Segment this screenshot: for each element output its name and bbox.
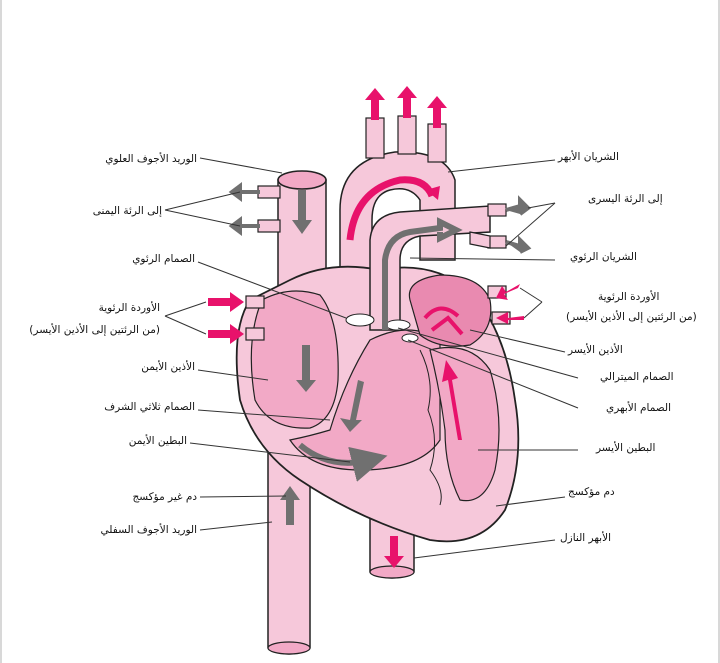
label-right-atrium: الأذين الأيمن bbox=[141, 360, 195, 373]
label-aortic-valve: الصمام الأبهري bbox=[606, 401, 671, 414]
leader-lines bbox=[164, 157, 579, 559]
label-to-right-lung: إلى الرئة اليمنى bbox=[93, 205, 162, 217]
label-pulmonary-veins-right: الأوردة الرئوية bbox=[99, 301, 160, 314]
label-pulmonary-veins-left-sub: (من الرئتين إلى الأذين الأيسر) bbox=[566, 310, 697, 323]
pulmonary-veins-right-stubs bbox=[245, 295, 265, 341]
label-left-atrium: الأذين الأيسر bbox=[567, 343, 623, 356]
label-superior-vena-cava: الوريد الأجوف العلوي bbox=[105, 152, 197, 165]
label-to-left-lung: إلى الرئة اليسرى bbox=[588, 193, 663, 205]
label-right-ventricle: البطين الأيمن bbox=[129, 434, 187, 447]
right-labels: الشريان الأبهر إلى الرئة اليسرى الشريان … bbox=[557, 150, 697, 544]
right-frame-edge bbox=[718, 0, 720, 663]
label-pulmonary-valve: الصمام الرئوي bbox=[132, 253, 195, 265]
label-descending-aorta: الأبهر النازل bbox=[560, 531, 611, 544]
left-frame-edge bbox=[0, 0, 2, 663]
valve-cluster bbox=[345, 313, 419, 343]
label-deoxygenated-blood: دم غير مؤكسج bbox=[133, 491, 198, 503]
left-labels: الوريد الأجوف العلوي إلى الرئة اليمنى ال… bbox=[29, 152, 197, 536]
label-left-ventricle: البطين الأيسر bbox=[595, 441, 655, 454]
oxygenated-flow-arrows bbox=[208, 86, 524, 568]
label-mitral-valve: الصمام الميترالي bbox=[600, 371, 674, 383]
deoxygenated-flow-arrows bbox=[228, 182, 532, 525]
inferior-vena-cava-vessel bbox=[267, 429, 311, 655]
label-aorta: الشريان الأبهر bbox=[557, 150, 619, 163]
label-tricuspid-valve: الصمام ثلاثي الشرف bbox=[104, 401, 195, 413]
label-pulmonary-artery: الشريان الرئوي bbox=[570, 251, 637, 263]
label-pulmonary-veins-right-sub: (من الرئتين إلى الأذين الأيسر) bbox=[29, 323, 160, 336]
heart-body bbox=[235, 265, 520, 543]
label-inferior-vena-cava: الوريد الأجوف السفلي bbox=[101, 523, 197, 536]
label-oxygenated-blood: دم مؤكسج bbox=[568, 486, 615, 498]
label-pulmonary-veins-left: الأوردة الرئوية bbox=[598, 290, 659, 303]
superior-vena-cava-vessel bbox=[257, 170, 327, 301]
